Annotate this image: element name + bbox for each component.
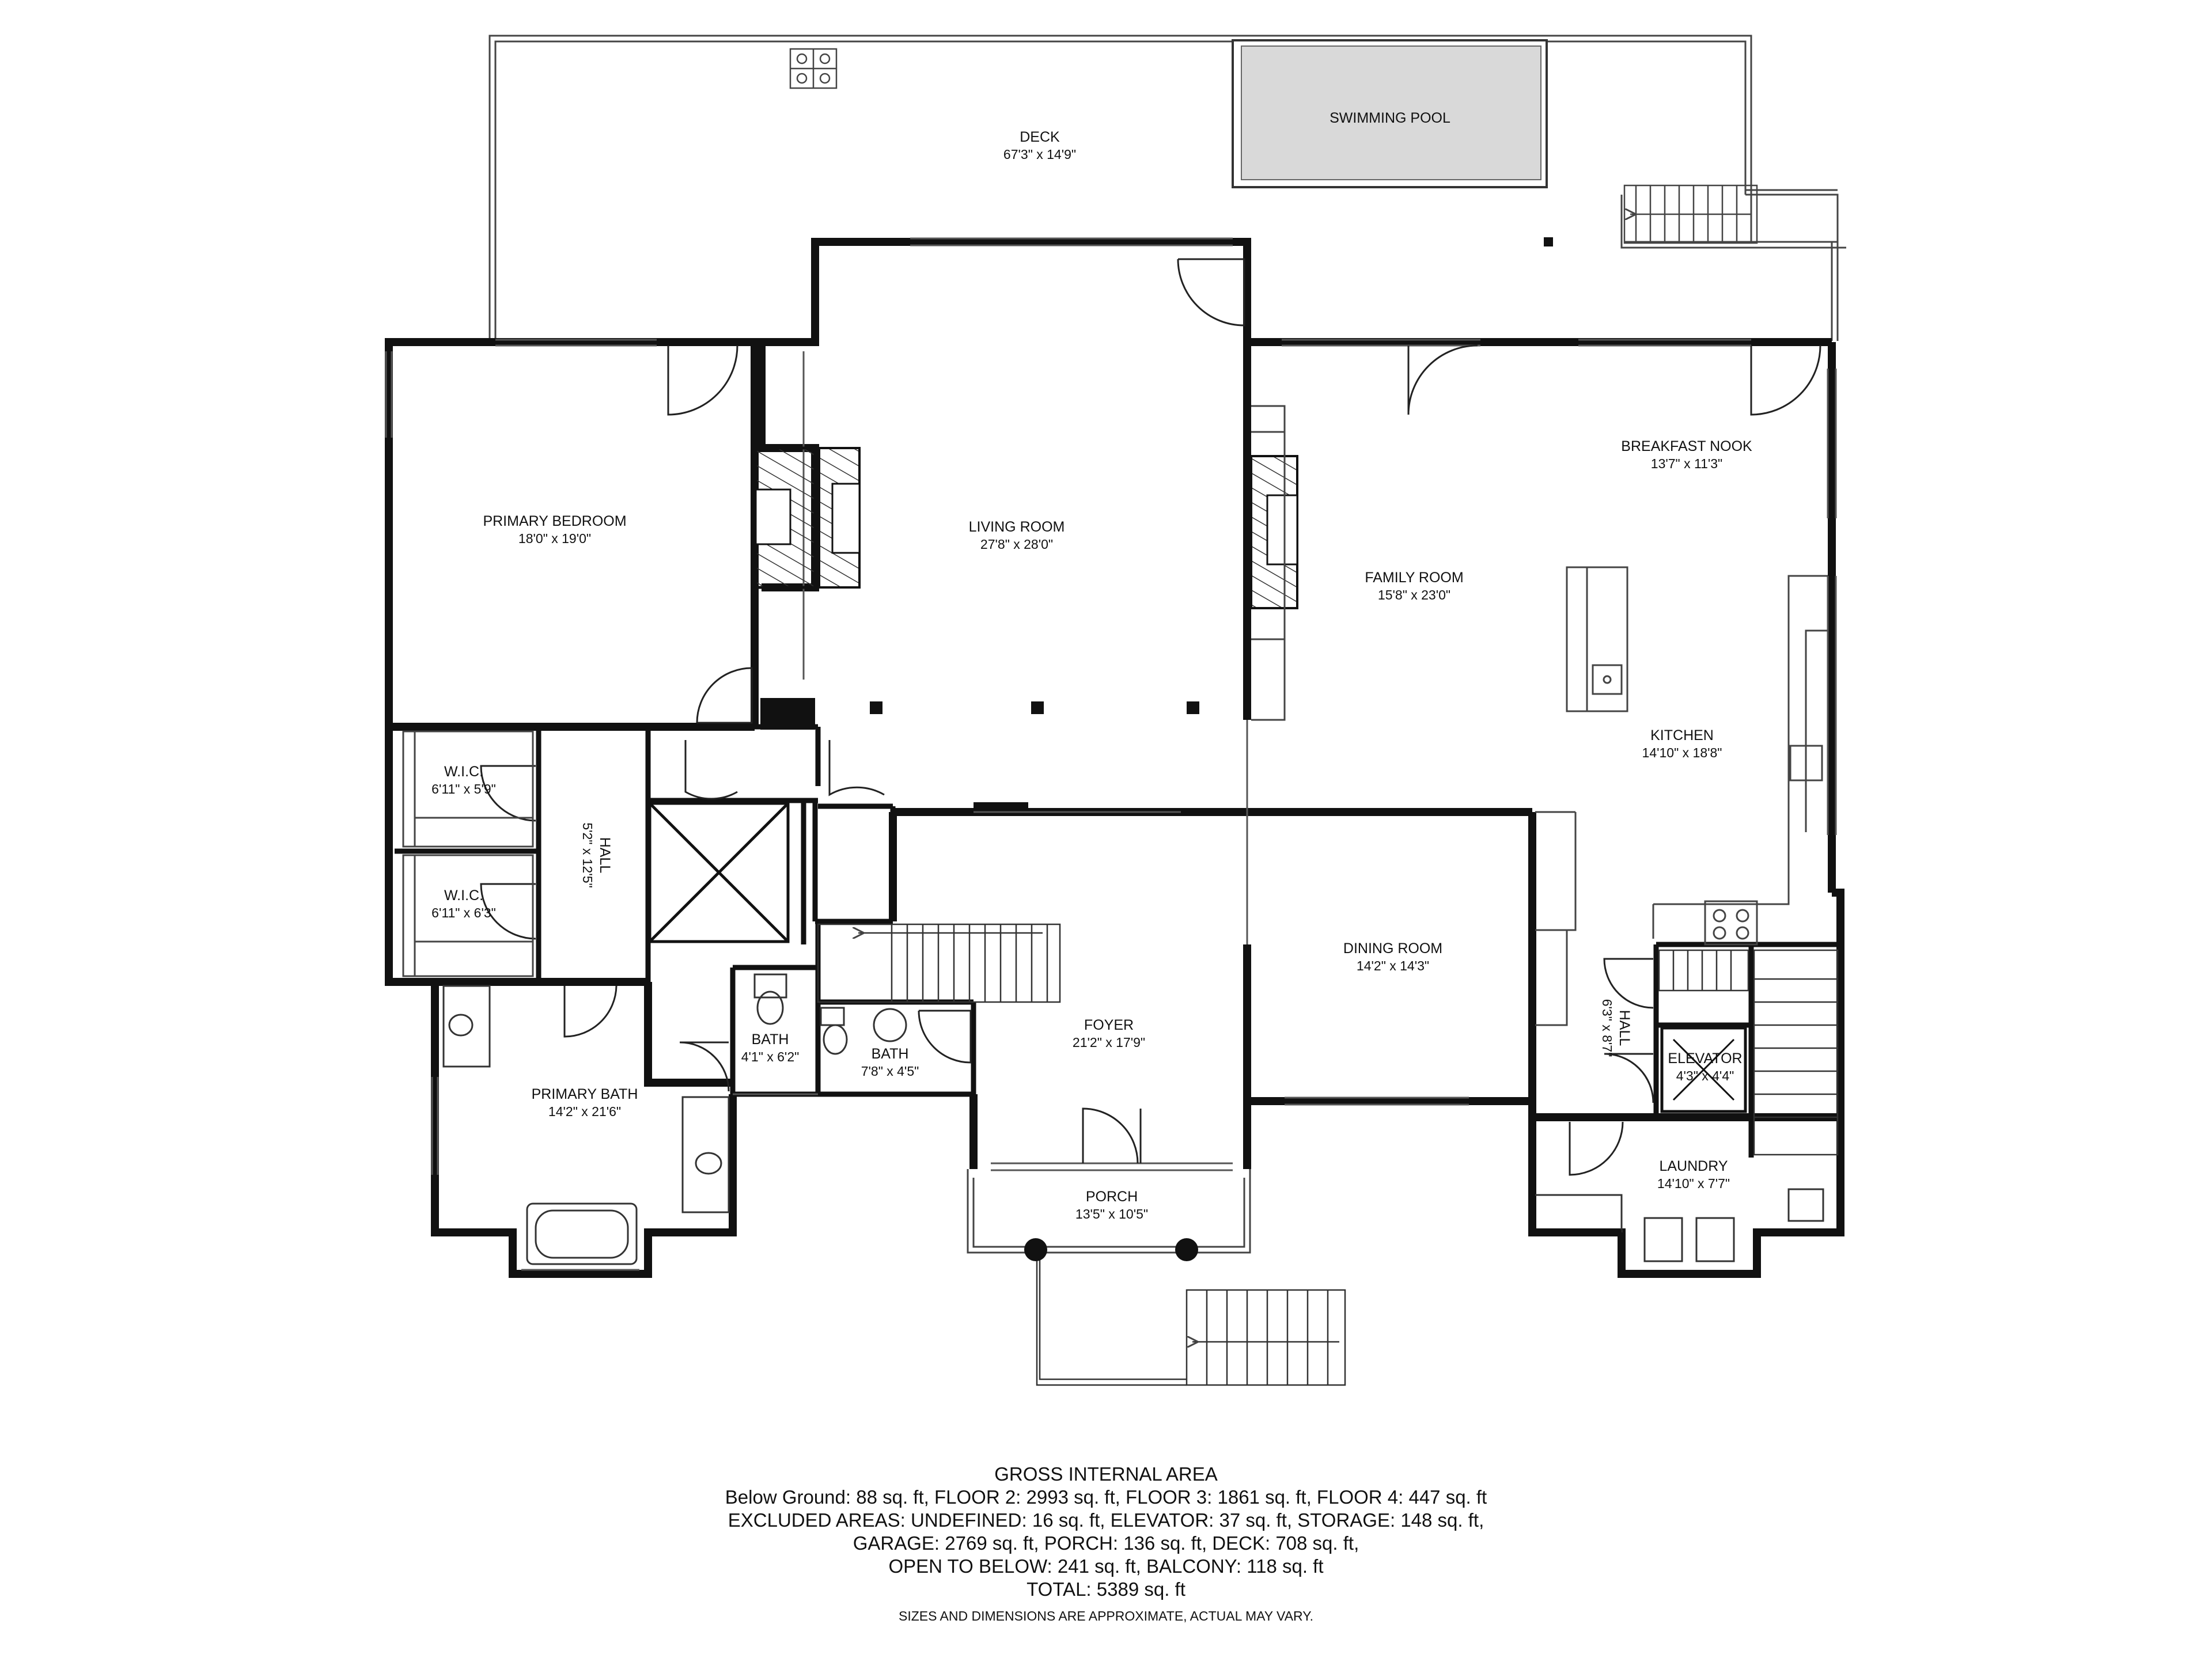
- area-summary: GROSS INTERNAL AREA Below Ground: 88 sq.…: [725, 1463, 1487, 1627]
- room-dim: 5'2" x 12'5": [580, 822, 595, 888]
- room-label-porch: PORCH 13'5" x 10'5": [1075, 1188, 1148, 1223]
- room-label-deck: DECK 67'3" x 14'9": [1003, 128, 1076, 163]
- kitchen-counters: [1535, 575, 1828, 1026]
- room-dim: 14'10" x 18'8": [1642, 745, 1722, 760]
- area-line-5: TOTAL: 5389 sq. ft: [1027, 1579, 1185, 1600]
- room-name: W.I.C.: [444, 887, 484, 904]
- room-name: BATH: [751, 1031, 789, 1048]
- room-label-hall-2: HALL 6'3" x 8'7": [1599, 999, 1633, 1057]
- room-name: FOYER: [1084, 1017, 1134, 1033]
- room-name: ELEVATOR: [1668, 1050, 1743, 1067]
- room-dim: 4'1" x 6'2": [741, 1049, 800, 1064]
- room-dim: 14'2" x 14'3": [1356, 958, 1430, 973]
- open-to-below: [648, 802, 790, 943]
- room-label-wic-2: W.I.C. 6'11" x 6'3": [431, 887, 496, 921]
- room-name: SWIMMING POOL: [1330, 110, 1450, 126]
- room-label-bath-1: BATH 4'1" x 6'2": [741, 1031, 800, 1065]
- stairs-foyer: [817, 923, 1061, 1003]
- doors: [480, 258, 1821, 1176]
- room-name: DECK: [1020, 129, 1060, 145]
- porch-columns: [1024, 1238, 1198, 1261]
- room-label-family-room: FAMILY ROOM 15'8" x 23'0": [1365, 569, 1463, 604]
- area-title: GROSS INTERNAL AREA: [994, 1463, 1218, 1485]
- bath-fixtures: [442, 973, 1824, 1265]
- area-line-1: Below Ground: 88 sq. ft, FLOOR 2: 2993 s…: [725, 1486, 1487, 1508]
- window-lines: [385, 237, 1837, 1271]
- stairs-east: [1658, 949, 1839, 1156]
- room-name: PORCH: [1085, 1189, 1138, 1205]
- room-label-primary-bedroom: PRIMARY BEDROOM 18'0" x 19'0": [483, 513, 626, 547]
- area-line-3: GARAGE: 2769 sq. ft, PORCH: 136 sq. ft, …: [853, 1532, 1359, 1554]
- porch-outline: [967, 1169, 1251, 1254]
- room-name: HALL: [597, 837, 613, 874]
- stairs-porch: [1036, 1253, 1346, 1386]
- room-dim: 27'8" x 28'0": [980, 537, 1054, 552]
- room-dim: 6'11" x 6'3": [431, 905, 496, 920]
- elevator: [1660, 1026, 1747, 1113]
- room-label-wic-1: W.I.C. 6'11" x 5'9": [431, 763, 496, 798]
- room-label-elevator: ELEVATOR 4'3" x 4'4": [1668, 1050, 1742, 1084]
- grill-icon: [789, 48, 838, 89]
- room-dim: 6'11" x 5'9": [431, 781, 496, 796]
- room-label-primary-bath: PRIMARY BATH 14'2" x 21'6": [532, 1086, 638, 1120]
- deck-stairs: [1623, 184, 1758, 244]
- room-label-living-room: LIVING ROOM 27'8" x 28'0": [969, 518, 1065, 553]
- fireplace-living: [754, 446, 861, 589]
- room-label-pool: SWIMMING POOL: [1330, 109, 1450, 127]
- room-dim: 18'0" x 19'0": [518, 531, 592, 546]
- room-name: PRIMARY BEDROOM: [483, 513, 627, 529]
- room-name: FAMILY ROOM: [1365, 570, 1464, 586]
- room-name: LIVING ROOM: [968, 519, 1065, 535]
- room-name: LAUNDRY: [1659, 1158, 1728, 1174]
- kitchen-island: [1566, 566, 1628, 712]
- room-dim: 14'2" x 21'6": [548, 1104, 622, 1119]
- fireplace-family: [1250, 405, 1298, 721]
- deck-outline: [488, 35, 1846, 343]
- area-line-2: EXCLUDED AREAS: UNDEFINED: 16 sq. ft, EL…: [728, 1509, 1484, 1531]
- room-dim: 7'8" x 4'5": [861, 1064, 919, 1079]
- room-name: KITCHEN: [1650, 727, 1714, 743]
- room-dim: 15'8" x 23'0": [1377, 587, 1451, 602]
- room-label-foyer: FOYER 21'2" x 17'9": [1073, 1016, 1145, 1051]
- room-dim: 21'2" x 17'9": [1072, 1035, 1146, 1050]
- area-line-4: OPEN TO BELOW: 241 sq. ft, BALCONY: 118 …: [888, 1555, 1324, 1577]
- room-label-laundry: LAUNDRY 14'10" x 7'7": [1657, 1158, 1730, 1192]
- room-name: W.I.C.: [444, 764, 484, 780]
- room-name: PRIMARY BATH: [531, 1086, 638, 1102]
- room-dim: 4'3" x 4'4": [1676, 1068, 1734, 1083]
- room-label-bath-2: BATH 7'8" x 4'5": [861, 1045, 919, 1080]
- room-label-dining-room: DINING ROOM 14'2" x 14'3": [1343, 940, 1442, 974]
- room-label-kitchen: KITCHEN 14'10" x 18'8": [1642, 727, 1722, 761]
- room-name: DINING ROOM: [1343, 940, 1443, 957]
- room-dim: 67'3" x 14'9": [1003, 147, 1077, 162]
- wic-shelves: [402, 730, 534, 977]
- room-label-breakfast-nook: BREAKFAST NOOK 13'7" x 11'3": [1621, 438, 1752, 472]
- room-dim: 14'10" x 7'7": [1657, 1176, 1730, 1191]
- room-label-hall-1: HALL 5'2" x 12'5": [579, 822, 613, 887]
- room-name: BREAKFAST NOOK: [1621, 438, 1752, 454]
- area-disclaimer: SIZES AND DIMENSIONS ARE APPROXIMATE, AC…: [898, 1608, 1314, 1623]
- columns: [870, 701, 1199, 714]
- room-dim: 6'3" x 8'7": [1600, 999, 1615, 1057]
- room-name: HALL: [1616, 1010, 1633, 1046]
- room-dim: 13'7" x 11'3": [1650, 456, 1723, 471]
- room-name: BATH: [871, 1046, 909, 1062]
- room-dim: 13'5" x 10'5": [1075, 1206, 1149, 1221]
